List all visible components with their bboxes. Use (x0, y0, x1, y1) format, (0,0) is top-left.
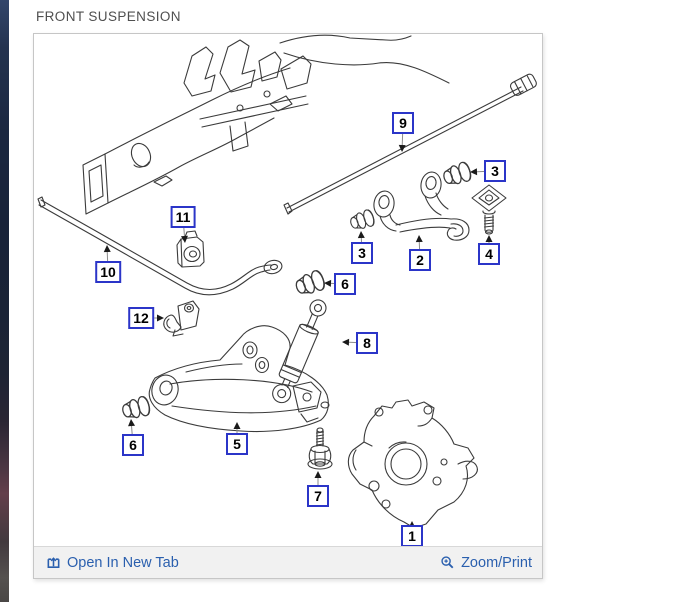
zoom-print-label: Zoom/Print (461, 554, 532, 571)
zoom-magnifier-icon (440, 555, 455, 570)
callout-10: 10 (95, 261, 121, 283)
diagram-area: 9 3 3 2 4 11 10 6 12 8 6 5 7 1 (34, 34, 542, 546)
callout-3: 3 (484, 160, 506, 182)
callout-3: 3 (351, 242, 373, 264)
part-ball-joint-7 (307, 427, 333, 470)
zoom-print-link[interactable]: Zoom/Print (440, 555, 532, 571)
open-in-new-tab-link[interactable]: Open In New Tab (46, 555, 179, 571)
callout-6: 6 (122, 434, 144, 456)
part-clamp-12 (163, 300, 200, 337)
callout-9: 9 (392, 112, 414, 134)
callout-12: 12 (128, 307, 154, 329)
callout-6: 6 (334, 273, 356, 295)
callout-7: 7 (307, 485, 329, 507)
diagram-panel: 9 3 3 2 4 11 10 6 12 8 6 5 7 1 Open In New Tab (33, 33, 543, 579)
callout-11: 11 (170, 206, 196, 228)
background-page-edge (0, 0, 9, 602)
open-in-new-tab-icon (46, 555, 61, 570)
callout-2: 2 (409, 249, 431, 271)
page-title: FRONT SUSPENSION (36, 9, 181, 24)
suspension-diagram-art (37, 34, 537, 529)
part-lower-control-arm-5 (148, 325, 330, 433)
open-in-new-tab-label: Open In New Tab (67, 554, 179, 571)
leader-arrow-layer (103, 122, 496, 536)
callout-4: 4 (478, 243, 500, 265)
callout-1: 1 (401, 525, 423, 546)
part-upper-control-arm-2 (373, 171, 470, 241)
callout-8: 8 (356, 332, 378, 354)
panel-footer: Open In New Tab Zoom/Print (34, 546, 542, 578)
part-steering-knuckle-1 (347, 399, 478, 529)
callout-5: 5 (226, 433, 248, 455)
part-ball-joint-4 (471, 184, 507, 235)
part-stabilizer-bar-10 (37, 196, 283, 296)
part-frame-rail (82, 39, 312, 215)
part-frame-body-lines (279, 34, 450, 84)
